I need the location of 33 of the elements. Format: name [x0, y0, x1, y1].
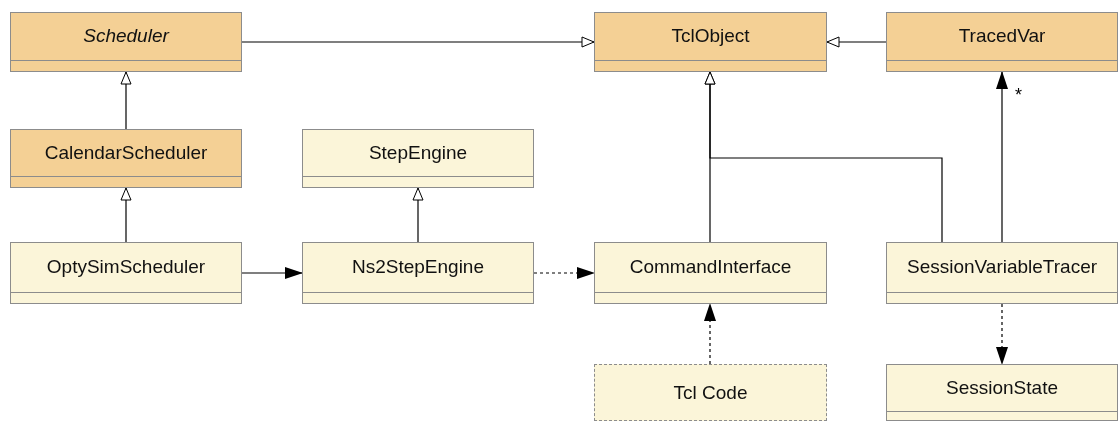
inheritance-arrow [826, 36, 887, 48]
inheritance-arrow [412, 187, 424, 243]
class-box [886, 12, 1118, 72]
class-name: Ns2StepEngine [351, 255, 484, 280]
class-name: OptySimScheduler [46, 255, 206, 280]
class-name: TclObject [671, 24, 750, 49]
class-box [10, 12, 242, 72]
association-arrow [241, 267, 303, 279]
association-arrow [996, 71, 1008, 243]
inheritance-arrow [704, 71, 943, 243]
class-name: CalendarScheduler [44, 140, 208, 165]
class-box [10, 242, 242, 304]
class-name: SessionVariableTracer [906, 255, 1098, 280]
class-box [594, 12, 827, 72]
class-box [302, 129, 534, 188]
class-name: StepEngine [368, 140, 468, 165]
class-box [10, 129, 242, 188]
class-box [594, 364, 827, 421]
class-name: Tcl Code [673, 380, 748, 405]
class-name: CommandInterface [629, 255, 792, 280]
class-name: Scheduler [83, 24, 169, 49]
class-name: SessionState [946, 375, 1058, 400]
inheritance-arrow [120, 71, 132, 130]
dependency-arrow [533, 267, 595, 279]
class-box [594, 242, 827, 304]
class-box [302, 242, 534, 304]
inheritance-arrow [120, 187, 132, 243]
class-name: TracedVar [958, 24, 1046, 49]
inheritance-arrow [241, 36, 595, 48]
dependency-arrow [704, 303, 716, 365]
class-box [886, 242, 1118, 304]
dependency-arrow [996, 303, 1008, 365]
class-box [886, 364, 1118, 421]
